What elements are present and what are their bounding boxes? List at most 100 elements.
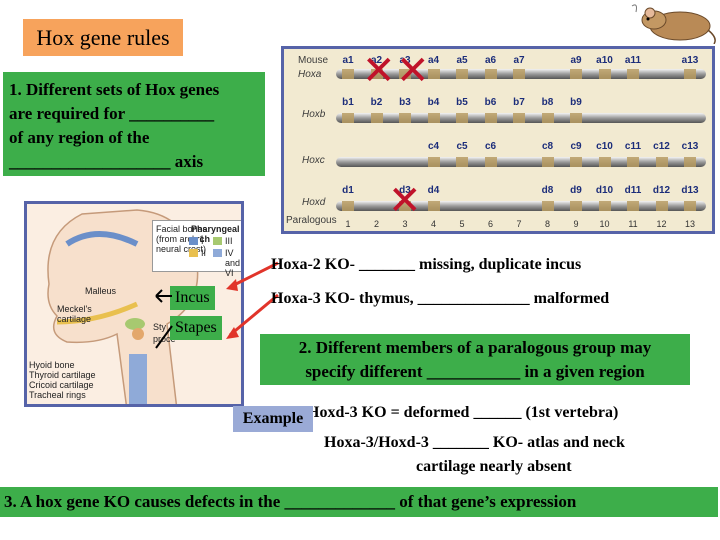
gene-block-b2 — [370, 113, 383, 123]
gene-block-c13 — [684, 157, 696, 167]
paralogous-number-4: 4 — [430, 219, 436, 229]
gene-label-c13: c13 — [681, 141, 699, 152]
legend-swatch-2 — [189, 249, 198, 257]
rule-1-line-4: ___________________ axis — [9, 152, 204, 171]
gene-label-a11: a11 — [624, 55, 642, 66]
legend-swatch-1 — [189, 237, 198, 245]
rule-2-line-2: specify different ___________ in a given… — [305, 362, 645, 381]
gene-label-b7: b7 — [513, 97, 525, 108]
gene-block-c8 — [541, 157, 554, 167]
x-mark-d3: ✕ — [388, 178, 422, 224]
gene-block-c10 — [598, 157, 611, 167]
gene-block-b7 — [513, 113, 525, 123]
rule-1-line-1: 1. Different sets of Hox genes — [9, 80, 220, 99]
gene-label-c4: c4 — [427, 141, 440, 152]
gene-block-b9 — [570, 113, 582, 123]
paralogous-number-11: 11 — [628, 219, 638, 229]
legend-title: Facial bones (from arch 1 neural crest) — [156, 224, 208, 254]
gene-label-c10: c10 — [596, 141, 613, 152]
gene-block-d9 — [570, 201, 582, 211]
gene-block-a1 — [342, 69, 354, 79]
gene-label-d3: d3 — [399, 185, 411, 196]
gene-block-a5 — [456, 69, 468, 79]
gene-label-a13: a13 — [681, 55, 699, 66]
row-label-hoxc: Hoxc — [302, 155, 325, 166]
row-label-hoxa: Hoxa — [298, 69, 322, 80]
gene-label-d1: d1 — [342, 185, 354, 196]
gene-label-a7: a7 — [513, 55, 525, 66]
gene-label-b4: b4 — [427, 97, 440, 108]
gene-block-a9 — [570, 69, 582, 79]
paralogous-number-2: 2 — [373, 219, 379, 229]
label-process: proce — [153, 334, 176, 344]
gene-label-a4: a4 — [427, 55, 440, 66]
mouse-illustration — [631, 4, 716, 44]
gene-block-d1 — [342, 201, 354, 211]
gene-label-d11: d11 — [624, 185, 642, 196]
paralogous-number-8: 8 — [544, 219, 550, 229]
gene-label-d12: d12 — [652, 185, 671, 196]
paralogous-number-5: 5 — [459, 219, 465, 229]
hoxa3-ko-text: Hoxa-3 KO- thymus, ______________ malfor… — [271, 290, 610, 307]
gene-label-b2: b2 — [370, 97, 383, 108]
paralogous-number-6: 6 — [487, 219, 493, 229]
paralogous-number-10: 10 — [599, 219, 610, 229]
example-label: Example — [233, 406, 313, 432]
gene-label-c8: c8 — [541, 141, 554, 152]
rule-1-line-3: of any region of the — [9, 128, 150, 147]
label-malleus: Malleus — [85, 286, 117, 296]
gene-label-d9: d9 — [570, 185, 582, 196]
legend-item-3: III — [225, 236, 233, 246]
gene-block-d13 — [684, 201, 696, 211]
gene-label-b5: b5 — [456, 97, 468, 108]
gene-label-c5: c5 — [456, 141, 468, 152]
gene-block-d12 — [655, 201, 668, 211]
stapes-label: Stapes — [170, 316, 222, 340]
gene-label-d8: d8 — [541, 185, 554, 196]
gene-block-a11 — [627, 69, 639, 79]
gene-label-a1: a1 — [342, 55, 354, 66]
gene-block-a3 — [399, 69, 411, 79]
hoxa3-hoxd3-line-2: cartilage nearly absent — [416, 458, 572, 475]
gene-block-d3 — [399, 201, 411, 211]
gene-label-a10: a10 — [596, 55, 613, 66]
slide-title: Hox gene rules — [23, 19, 183, 56]
gene-block-b1 — [342, 113, 354, 123]
gene-label-c11: c11 — [624, 141, 642, 152]
legend-swatch-4 — [213, 249, 222, 257]
rule-2-line-1: 2. Different members of a paralogous gro… — [298, 338, 652, 357]
hoxa3-hoxd3-line-1: Hoxa-3/Hoxd-3 _______ KO- atlas and neck — [324, 434, 625, 451]
gene-label-b8: b8 — [541, 97, 554, 108]
gene-label-d4: d4 — [427, 185, 440, 196]
legend-item-4: IV and VI — [225, 248, 241, 278]
paralogous-number-7: 7 — [516, 219, 522, 229]
row-label-paralogous: Paralogous — [286, 215, 337, 226]
gene-block-a10 — [598, 69, 611, 79]
gene-label-b9: b9 — [570, 97, 582, 108]
legend-heading: Pharyngeal arch — [191, 224, 240, 244]
paralogous-number-12: 12 — [656, 219, 667, 229]
gene-block-d10 — [598, 201, 611, 211]
x-mark-a3: ✕ — [396, 48, 430, 94]
gene-block-b6 — [484, 113, 497, 123]
label-tracheal-rings: Tracheal rings — [29, 390, 86, 400]
label-styloid: Sty — [153, 322, 167, 332]
gene-label-a3: a3 — [399, 55, 411, 66]
paralogous-number-9: 9 — [573, 219, 579, 229]
gene-block-d4 — [427, 201, 440, 211]
hoxa2-ko-text: Hoxa-2 KO- _______ missing, duplicate in… — [271, 256, 582, 273]
gene-label-b6: b6 — [484, 97, 497, 108]
gene-block-c9 — [570, 157, 582, 167]
x-mark-a2: ✕ — [362, 48, 396, 94]
gene-label-a9: a9 — [570, 55, 582, 66]
gene-label-d13: d13 — [681, 185, 699, 196]
gene-label-a5: a5 — [456, 55, 468, 66]
arch-legend: Facial bones (from arch 1 neural crest) … — [152, 220, 241, 278]
paralogous-number-1: 1 — [345, 219, 351, 229]
rule-3-box: 3. A hox gene KO causes defects in the _… — [0, 487, 718, 517]
gene-block-d11 — [627, 201, 639, 211]
legend-swatch-3 — [213, 237, 222, 245]
rule-1-line-2: are required for __________ — [9, 104, 215, 123]
gene-block-a7 — [513, 69, 525, 79]
